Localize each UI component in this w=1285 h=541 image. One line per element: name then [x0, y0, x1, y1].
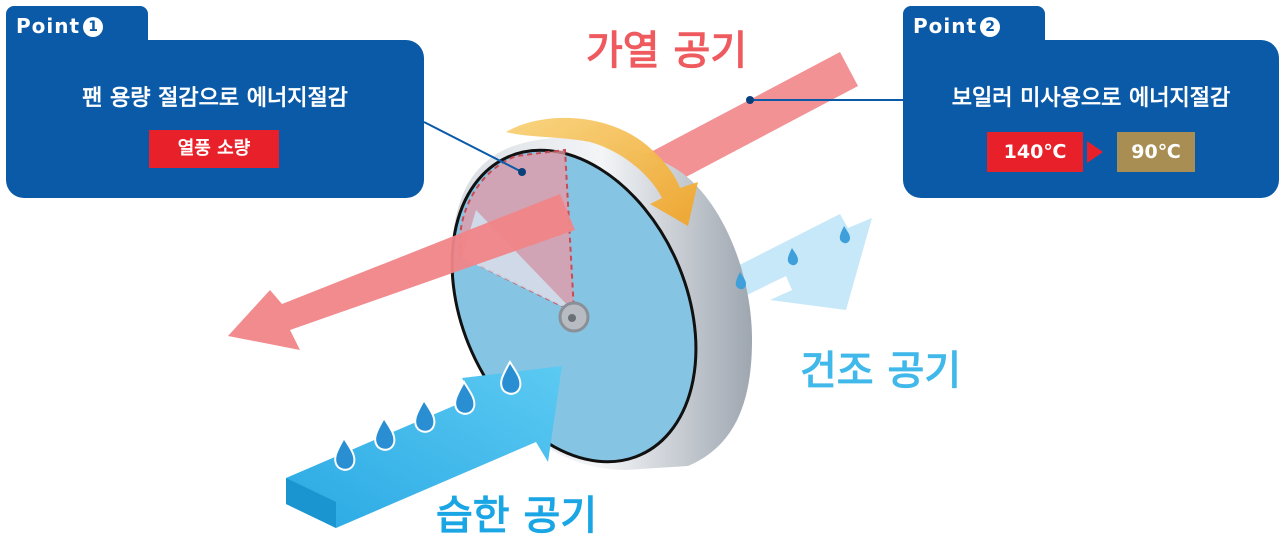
humid-air-label: 습한 공기	[436, 493, 598, 539]
point1-leader-dot	[518, 168, 526, 176]
dry-air-label: 건조 공기	[800, 348, 962, 394]
point1-number-badge: 1	[83, 17, 104, 37]
rotor-hub-center	[568, 314, 576, 322]
point1-title: 팬 용량 절감으로 에너지절감	[82, 86, 348, 111]
temp-to-badge: 90℃	[1117, 132, 1195, 172]
arrow-right-icon	[1087, 141, 1103, 163]
heated-air-label: 가열 공기	[586, 28, 748, 74]
water-drop-icon	[334, 360, 522, 471]
temp-from-badge: 140℃	[987, 132, 1083, 172]
point1-card: 팬 용량 절감으로 에너지절감 열풍 소량	[6, 40, 424, 198]
heated-air-arrow-head	[228, 194, 575, 350]
humid-air-arrow-side	[286, 478, 336, 528]
point1-leader-line	[423, 121, 523, 173]
point2-number-badge: 2	[980, 17, 1001, 37]
point2-card: 보일러 미사용으로 에너지절감 140℃ 90℃	[903, 40, 1279, 198]
rotation-arrow-icon	[506, 117, 698, 226]
point2-leader-dot	[746, 96, 754, 104]
point2-title: 보일러 미사용으로 에너지절감	[951, 86, 1231, 111]
water-drop-icon	[735, 226, 850, 290]
point1-badge: 열풍 소량	[149, 130, 279, 168]
humid-air-arrow	[286, 366, 562, 528]
